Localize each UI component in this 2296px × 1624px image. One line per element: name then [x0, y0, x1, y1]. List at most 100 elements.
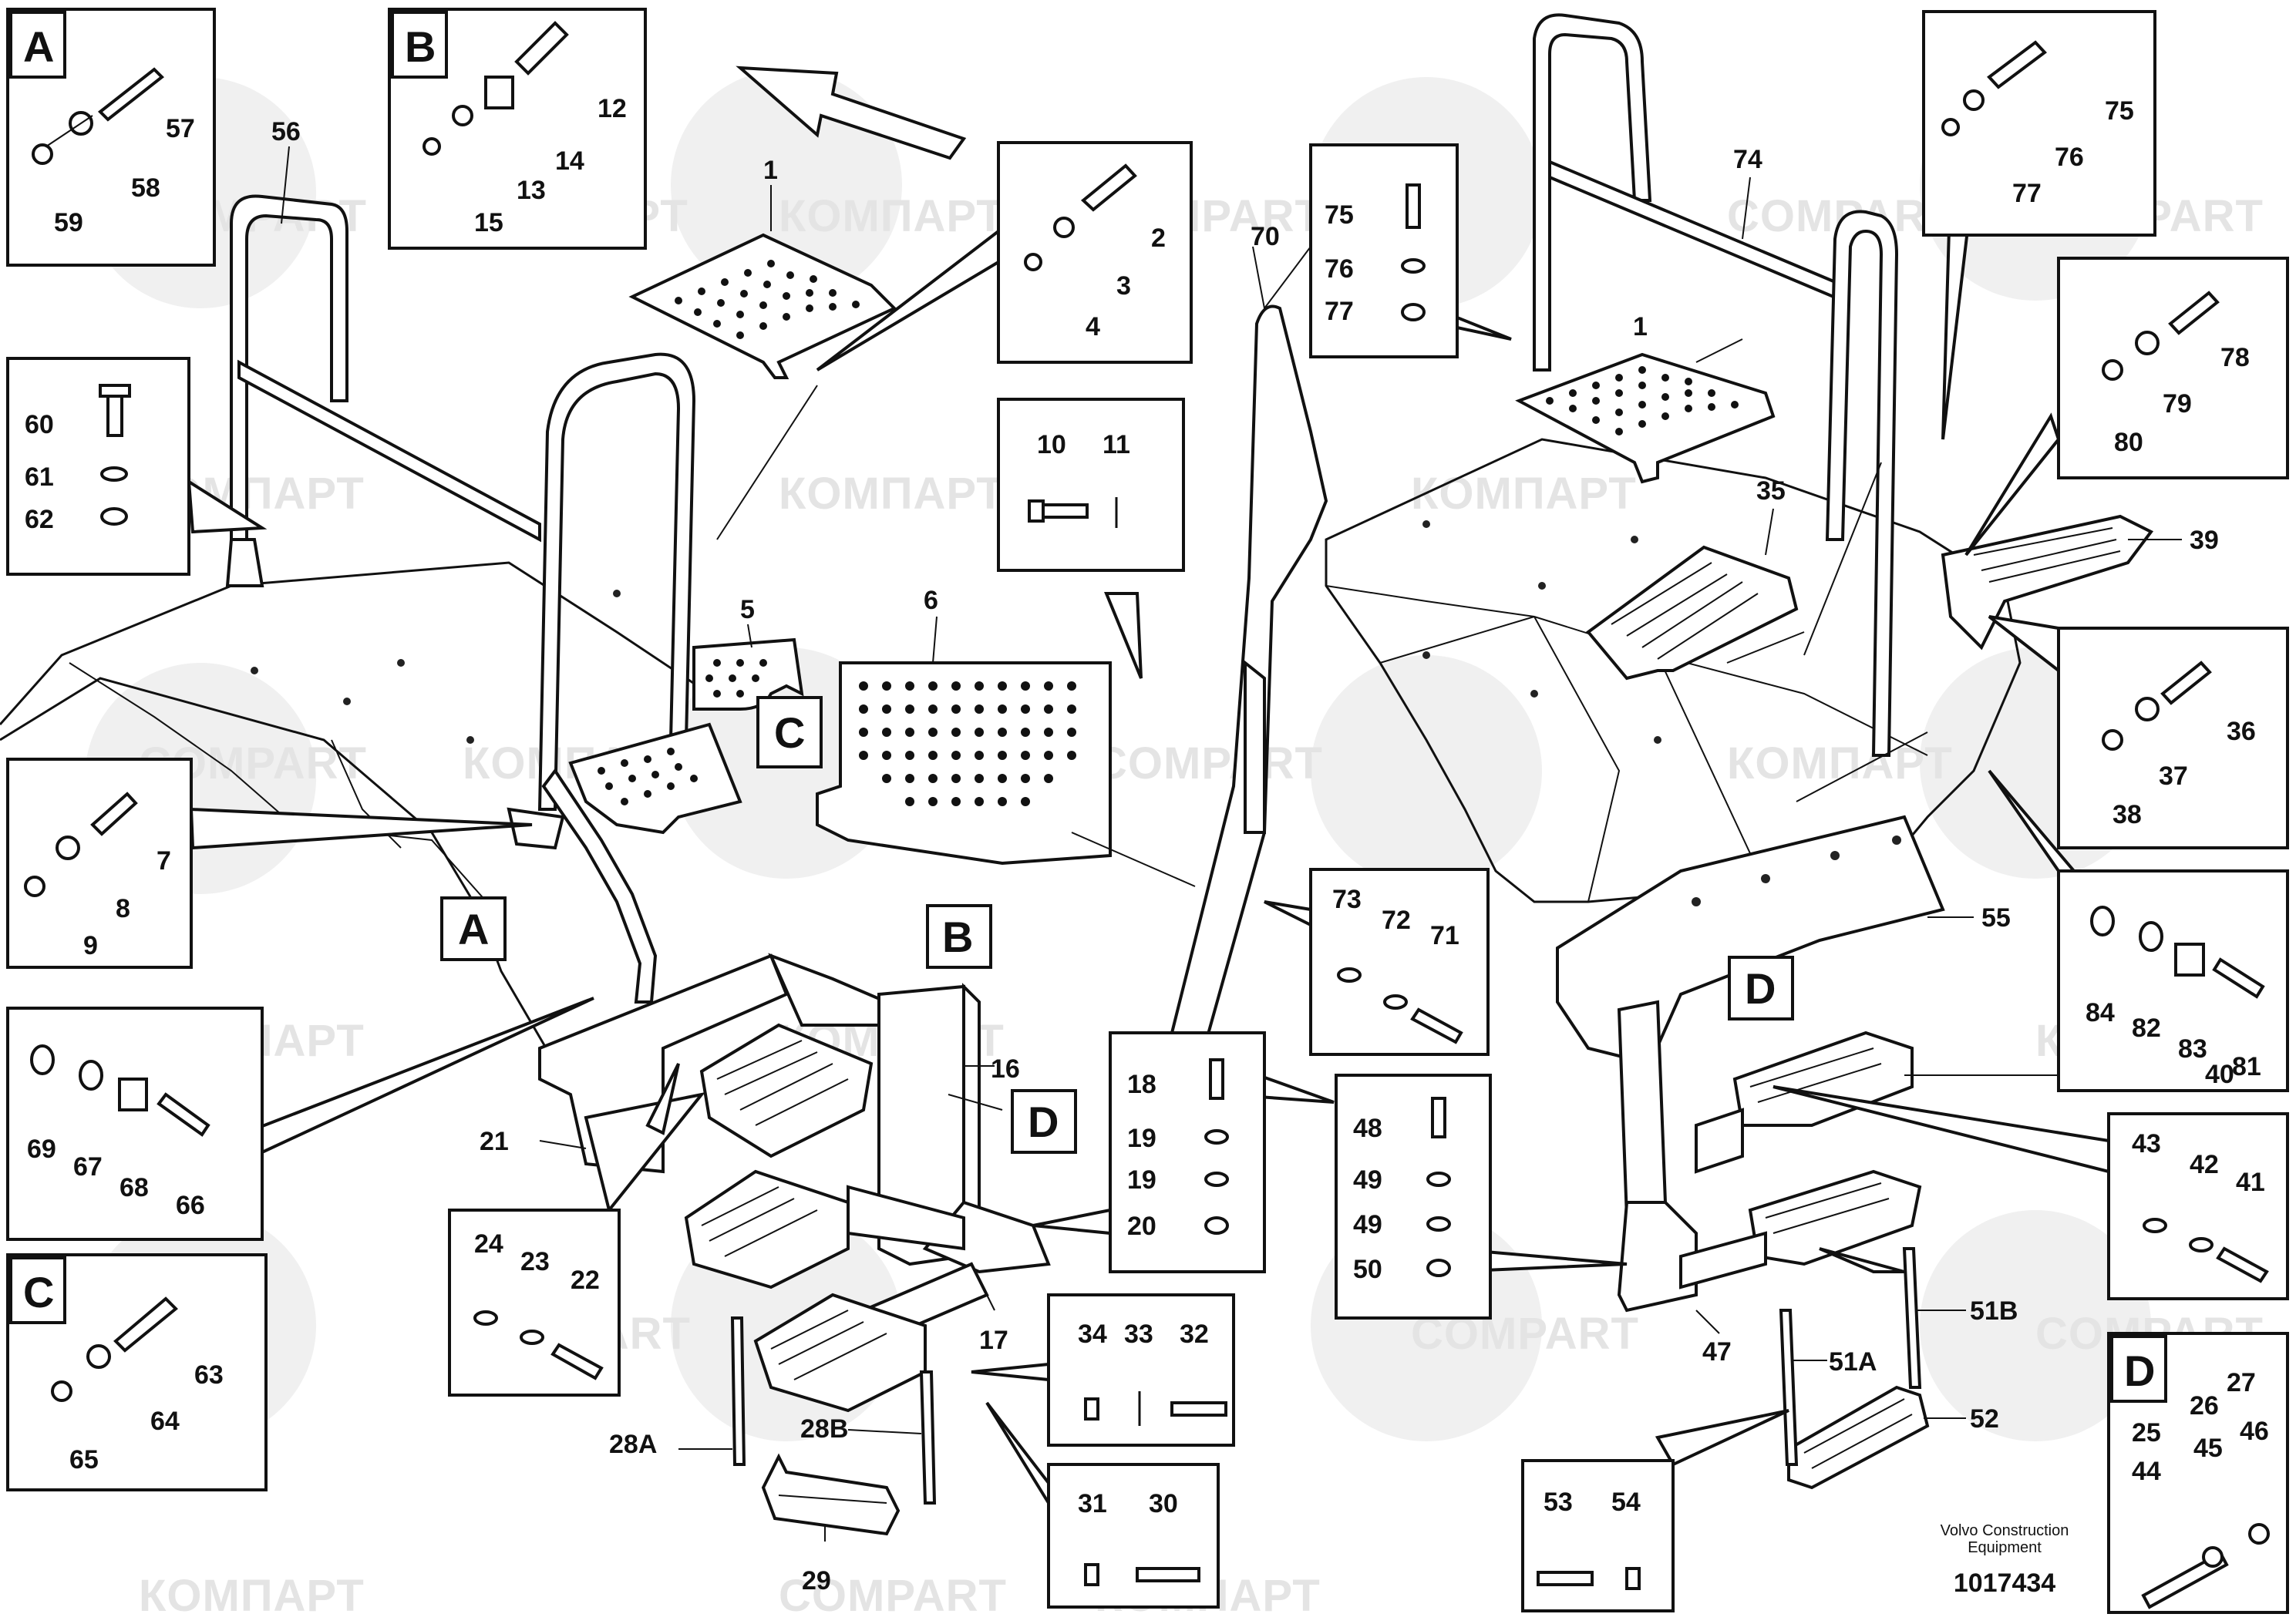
right-handrail-70: [1139, 304, 1328, 1166]
callout-number: 50: [1353, 1255, 1382, 1284]
callout-number: 25: [2132, 1418, 2161, 1447]
callout-box-75-77-left: [1309, 143, 1459, 358]
callout-number: 17: [979, 1326, 1008, 1355]
callout-number: 47: [1702, 1337, 1732, 1367]
view-marker-c: C: [756, 696, 823, 768]
view-marker-d-right: D: [1728, 956, 1794, 1020]
right-lower-step: [1679, 1169, 1922, 1289]
callout-number: 2: [1151, 224, 1166, 253]
callout-box-7-9: [6, 758, 193, 969]
callout-box-48-50: [1335, 1074, 1492, 1320]
callout-number: 5: [740, 595, 755, 624]
callout-number: 43: [2132, 1129, 2161, 1158]
callout-number: 35: [1756, 476, 1786, 506]
callout-number: 72: [1382, 906, 1411, 935]
left-step-upper: [699, 1023, 874, 1158]
callout-box-36-38: [2057, 627, 2289, 849]
svg-text:B: B: [942, 913, 973, 961]
callout-number: 70: [1251, 222, 1280, 251]
callout-number: 80: [2114, 428, 2143, 457]
svg-text:D: D: [1028, 1098, 1059, 1146]
callout-number: 19: [1127, 1124, 1156, 1153]
step-40: [1695, 1031, 1914, 1174]
watermark-text: КОМПАРТ: [779, 191, 1005, 241]
right-machine-hood: [1325, 438, 2022, 1313]
callout-number: 75: [2105, 96, 2134, 126]
callout-number: 73: [1332, 885, 1362, 914]
callout-box-18-20: [1109, 1031, 1266, 1273]
watermark-text: КОМПАРТ: [1727, 738, 1953, 788]
left-step-29: [761, 1453, 901, 1536]
callout-number: 83: [2178, 1034, 2207, 1064]
platform-6: [816, 661, 1112, 866]
direction-arrow-icon: [736, 66, 967, 160]
callout-number: 18: [1127, 1070, 1156, 1099]
watermark-text: КОМПАРТ: [139, 1571, 365, 1620]
callout-number: 24: [474, 1229, 503, 1259]
view-marker-a: A: [440, 896, 507, 961]
callout-number: 15: [474, 208, 503, 237]
callout-box-30-31: [1047, 1463, 1220, 1609]
callout-number: 61: [25, 462, 54, 492]
detail-letter: A: [23, 22, 54, 71]
callout-number: 31: [1078, 1489, 1107, 1518]
callout-number: 1: [763, 156, 778, 185]
callout-number: 76: [1325, 254, 1354, 284]
callout-number: 44: [2132, 1457, 2161, 1486]
detail-box-a: A 57 58 59: [6, 8, 216, 267]
callout-number: 79: [2163, 389, 2192, 419]
callout-number: 40: [2205, 1060, 2234, 1089]
callout-number: 14: [555, 146, 584, 176]
leader-lines: [281, 146, 2197, 1542]
callout-number: 37: [2159, 762, 2188, 791]
callout-number: 49: [1353, 1165, 1382, 1195]
callout-number: 27: [2227, 1368, 2256, 1397]
callout-box-71-73: [1309, 868, 1490, 1056]
callout-number: 36: [2227, 717, 2256, 746]
callout-number: 11: [1103, 430, 1130, 459]
callout-number: 30: [1149, 1489, 1178, 1518]
company-line-2: Equipment: [1968, 1539, 2042, 1556]
callout-number: 49: [1353, 1210, 1382, 1239]
callout-number: 58: [131, 173, 160, 203]
watermark-text: КОМПАРТ: [1411, 469, 1637, 519]
callout-number: 23: [520, 1247, 550, 1276]
callout-number: 10: [1037, 430, 1066, 459]
callout-number: 53: [1544, 1488, 1573, 1517]
detail-letter: B: [405, 22, 436, 71]
callout-box-78-80: [2057, 257, 2289, 479]
detail-box-c: C 63 64 65: [6, 1253, 268, 1491]
callout-number: 67: [73, 1152, 103, 1182]
callout-box-81-84: [2057, 869, 2289, 1092]
left-step-middle: [684, 1169, 850, 1289]
callout-box-53-54: [1521, 1459, 1675, 1612]
right-handrail-74: [1533, 13, 1899, 757]
callout-pointers: [187, 176, 2110, 1505]
callout-number: 41: [2236, 1168, 2265, 1197]
callout-number: 19: [1127, 1165, 1156, 1195]
callout-number: 63: [194, 1360, 224, 1390]
callout-box-1-4: [997, 141, 1193, 364]
callout-number: 21: [480, 1127, 509, 1156]
callout-number: 6: [924, 586, 938, 615]
callout-number: 82: [2132, 1014, 2161, 1043]
callout-number: 16: [991, 1054, 1020, 1084]
right-callout-numbers: 70 73 72 71 74 75 76 77 75 76 77 78 79 8…: [1251, 96, 2265, 1517]
link-28b: [919, 1370, 937, 1505]
view-marker-b: B: [926, 904, 992, 969]
callout-number: 45: [2193, 1434, 2223, 1463]
callout-number: 4: [1086, 312, 1100, 341]
callout-number: 77: [1325, 297, 1354, 326]
detail-letter: C: [23, 1268, 54, 1316]
company-name: Volvo Construction Equipment: [1912, 1522, 2097, 1556]
detail-box-d: D 27 26 46 25 45 44: [2107, 1332, 2289, 1614]
callout-number: 1: [1633, 312, 1648, 341]
callout-number: 20: [1127, 1212, 1156, 1241]
detail-letter: D: [2124, 1347, 2155, 1395]
callout-number: 28B: [800, 1414, 848, 1444]
callout-number: 54: [1611, 1488, 1641, 1517]
watermark-text: КОМПАРТ: [779, 469, 1005, 519]
left-handrail-56: [225, 194, 541, 587]
callout-number: 78: [2220, 343, 2250, 372]
callout-number: 69: [27, 1135, 56, 1164]
